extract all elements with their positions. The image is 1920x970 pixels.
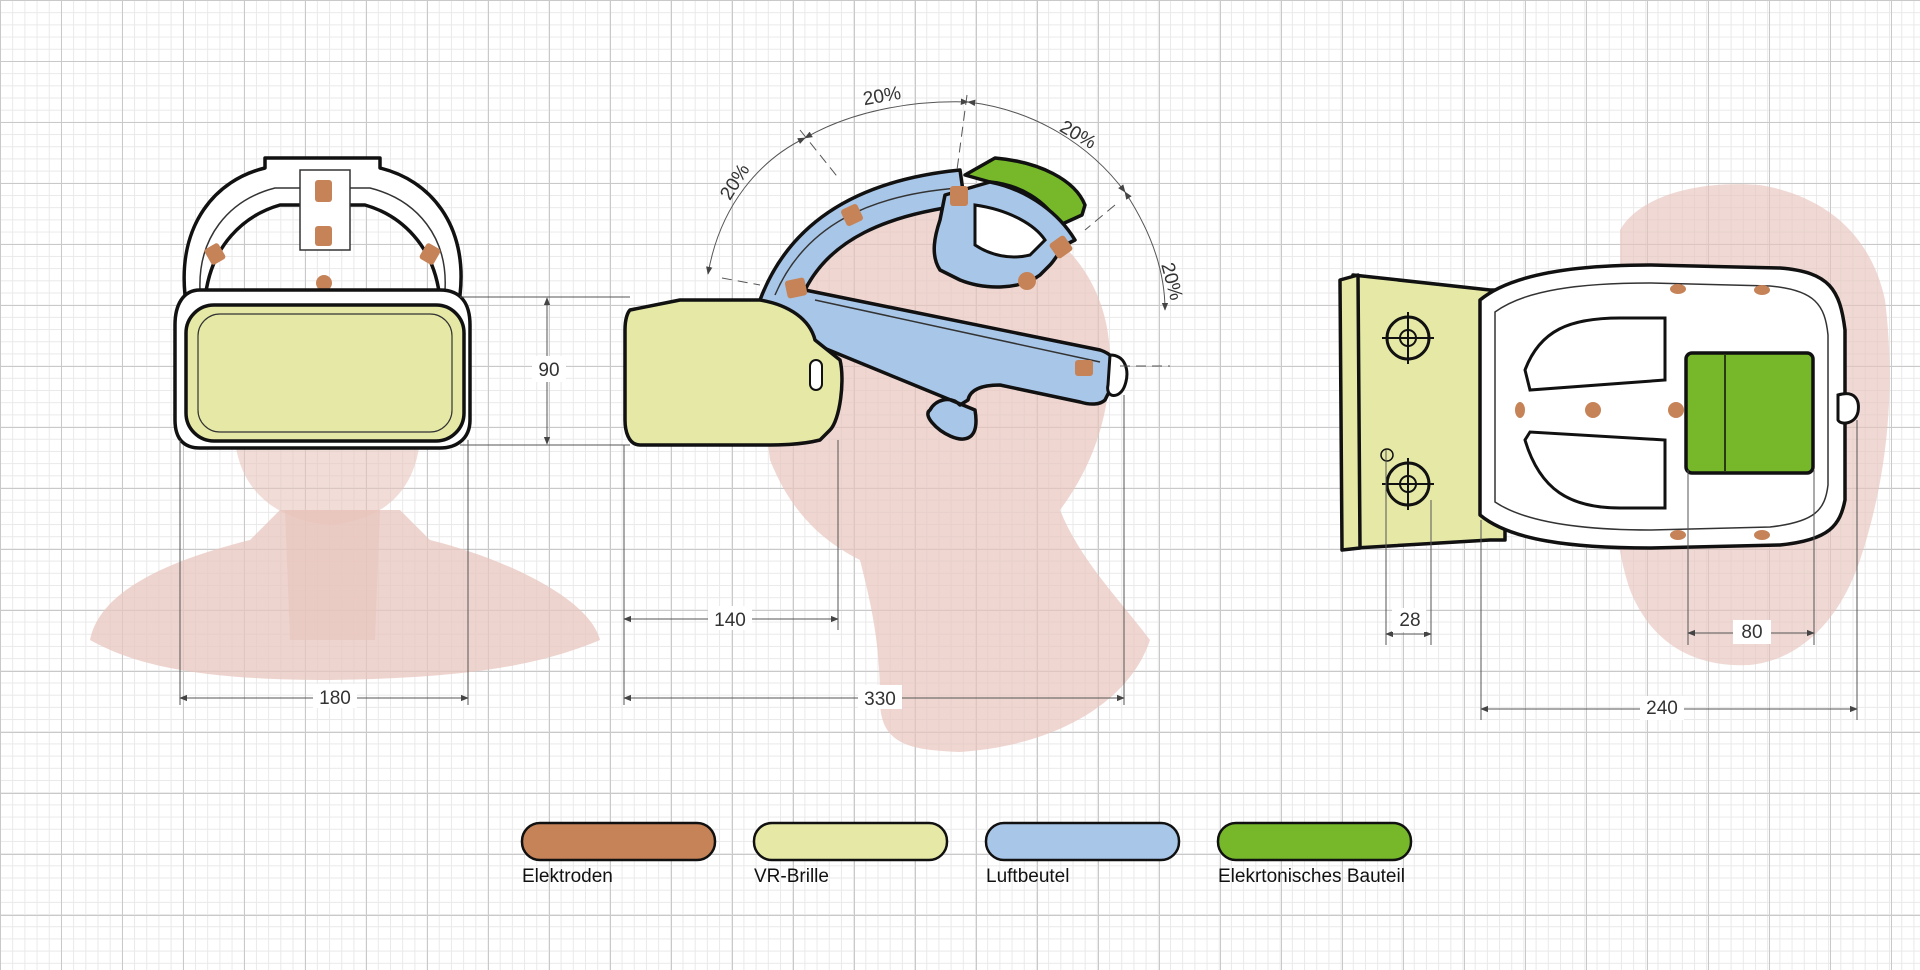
- legend-item-air-bag: Luftbeutel: [984, 821, 1181, 887]
- side-rear-knob: [1106, 353, 1129, 397]
- legend-label-vr-glasses: VR-Brille: [754, 866, 829, 887]
- legend-swatch-electrodes: [520, 821, 717, 862]
- dim-top-small: 28: [1399, 610, 1420, 631]
- front-view: [90, 156, 600, 680]
- dim-front-width: 180: [319, 688, 351, 709]
- side-electrode-5: [1018, 272, 1036, 290]
- top-strap-ring-inner: [1494, 282, 1829, 531]
- top-strap-lower-opening: [1523, 430, 1667, 510]
- front-anatomy-neck: [285, 510, 380, 640]
- angle-label-2: 20%: [861, 83, 902, 110]
- legend-item-electronic-component: Elekrtonisches Bauteil: [1216, 821, 1413, 887]
- side-electrode-1: [784, 277, 808, 299]
- top-small-hole: [1380, 448, 1394, 462]
- legend-swatch-electronic-component: [1216, 821, 1413, 862]
- top-electrode-4: [1668, 402, 1684, 418]
- legend-label-electronic-component: Elekrtonisches Bauteil: [1218, 866, 1405, 887]
- side-airbag-inner-2: [814, 299, 1101, 363]
- top-view: [1338, 184, 1890, 666]
- side-airbag: [755, 168, 1119, 441]
- front-electrode-low: [316, 275, 332, 291]
- legend-swatch-vr-glasses: [752, 821, 949, 862]
- legend-item-vr-glasses: VR-Brille: [752, 821, 949, 887]
- angle-label-4: 20%: [1156, 260, 1186, 302]
- front-strap-outer: [182, 156, 463, 302]
- side-back-loop-hole: [973, 203, 1047, 259]
- side-electrode-2: [841, 204, 863, 226]
- side-view: [623, 156, 1150, 753]
- side-goggles-button: [809, 359, 823, 391]
- top-button-lower: [1382, 458, 1434, 510]
- dim-top-length: 240: [1646, 698, 1678, 719]
- legend-label-air-bag: Luftbeutel: [986, 866, 1069, 887]
- side-goggles: [623, 298, 844, 447]
- legend-item-electrodes: Elektroden: [520, 821, 717, 887]
- top-rear-knob: [1836, 392, 1860, 425]
- side-electrode-4: [1049, 235, 1073, 259]
- front-goggles-face-inner: [197, 313, 453, 433]
- front-electrode-top: [315, 180, 332, 202]
- top-button-upper: [1382, 312, 1434, 364]
- top-electrode-7: [1754, 530, 1770, 540]
- front-electrode-mid: [315, 226, 332, 246]
- side-electrode-3: [950, 186, 968, 206]
- top-goggles-front: [1338, 273, 1362, 552]
- front-electrode-left: [204, 243, 226, 265]
- top-electrode-6: [1670, 530, 1686, 540]
- top-electronic-component: [1684, 351, 1815, 475]
- top-electrode-5: [1515, 402, 1525, 418]
- top-electrode-2: [1754, 285, 1770, 295]
- dim-side-depth: 140: [714, 610, 746, 631]
- top-electrode-3: [1585, 402, 1601, 418]
- front-goggles-face: [184, 303, 466, 443]
- top-strap-upper-opening: [1523, 316, 1667, 392]
- angle-label-3: 20%: [1056, 117, 1100, 154]
- dim-front-height: 90: [538, 360, 559, 381]
- legend: Elektroden VR-Brille Luftbeutel Elekrton…: [520, 821, 1413, 887]
- dim-top-component: 80: [1741, 622, 1762, 643]
- side-anatomy-head: [764, 200, 1150, 753]
- top-electrode-1: [1670, 284, 1686, 294]
- front-electrode-right: [419, 243, 441, 265]
- dim-side-length: 330: [864, 689, 896, 710]
- legend-label-electrodes: Elektroden: [522, 866, 613, 887]
- legend-swatch-air-bag: [984, 821, 1181, 862]
- side-electrode-6: [1075, 360, 1093, 376]
